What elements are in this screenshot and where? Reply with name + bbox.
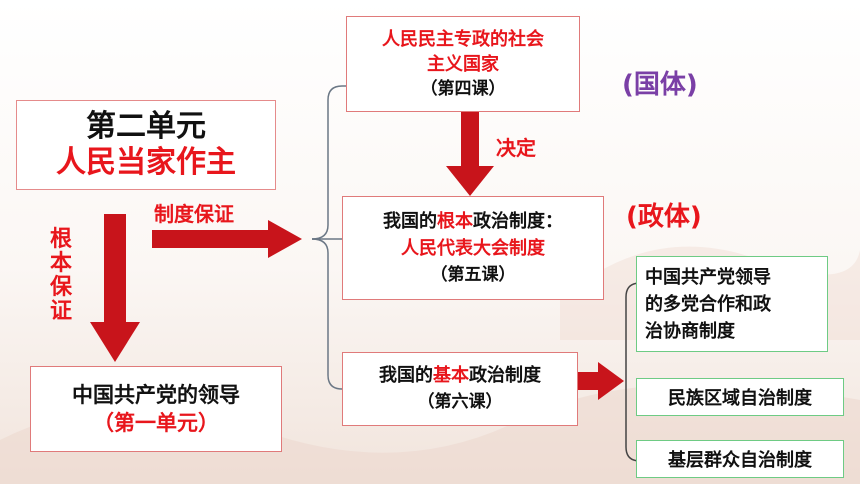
basic-system-box: 我国的基本政治制度 （第六课）	[342, 352, 578, 426]
root-line2: 人民代表大会制度	[401, 237, 545, 259]
arrow-decide-head	[446, 166, 494, 196]
unit-box: 第二单元 人民当家作主	[16, 100, 276, 190]
bracket-top	[311, 85, 346, 240]
state-line1: 人民民主专政的社会	[382, 28, 544, 50]
state-system-tag: (国体)	[622, 70, 698, 100]
multiparty-cooperation-box: 中国共产党领导 的多党合作和政 治协商制度	[636, 256, 828, 352]
basic-line1: 我国的基本政治制度	[379, 365, 541, 386]
decide-label: 决定	[496, 136, 536, 160]
arrow-decide-shaft	[461, 112, 479, 168]
regional-autonomy-box: 民族区域自治制度	[636, 378, 844, 416]
arrow-down-head	[90, 322, 140, 362]
unit-subtitle: 人民当家作主	[56, 145, 236, 180]
arrow-right-head	[268, 220, 302, 258]
government-system-tag: (政体)	[626, 202, 702, 232]
bracket-right	[625, 282, 641, 462]
root-line1: 我国的根本政治制度：	[383, 210, 563, 232]
state-system-box: 人民民主专政的社会 主义国家 （第四课）	[346, 16, 580, 112]
system-guarantee-label: 制度保证	[154, 202, 234, 226]
state-line3: （第四课）	[420, 78, 506, 99]
fundamental-guarantee-label: 根 本 保 证	[49, 227, 72, 324]
arrow-basic-head	[598, 362, 624, 400]
unit-title: 第二单元	[86, 109, 206, 144]
party-subtitle: （第一单元）	[93, 411, 219, 435]
root-highlight: 根本	[437, 210, 473, 232]
party-title: 中国共产党的领导	[72, 383, 240, 407]
basic-line2: （第六课）	[417, 392, 503, 412]
root-line3: （第五课）	[430, 264, 516, 285]
basic-highlight: 基本	[433, 365, 469, 386]
bracket-bottom	[311, 238, 346, 390]
arrow-right-shaft	[152, 230, 270, 248]
state-line2: 主义国家	[427, 53, 499, 75]
party-box: 中国共产党的领导 （第一单元）	[30, 366, 282, 452]
root-system-box: 我国的根本政治制度： 人民代表大会制度 （第五课）	[342, 196, 604, 300]
arrow-down-shaft	[104, 214, 126, 326]
arrow-basic-shaft	[578, 372, 600, 390]
grassroots-autonomy-box: 基层群众自治制度	[636, 440, 844, 478]
